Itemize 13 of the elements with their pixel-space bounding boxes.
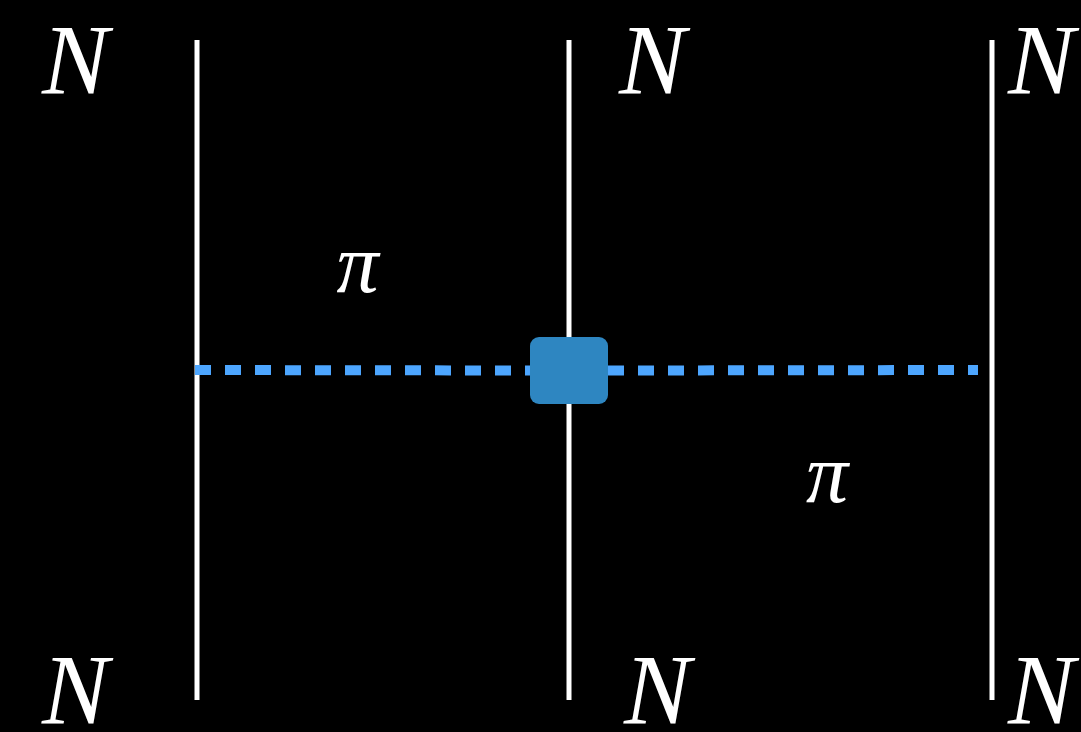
line: [989, 40, 995, 700]
particle-label: N: [42, 640, 197, 732]
particle-label: N: [569, 10, 719, 110]
particle-label: N: [992, 640, 1081, 732]
particle-label: N: [569, 640, 724, 732]
line: [566, 404, 572, 700]
particle-label: N: [42, 10, 197, 110]
line: [566, 40, 572, 337]
vertex-box: [530, 337, 608, 404]
dashed-line: [195, 365, 530, 376]
line: [194, 40, 200, 700]
dashed-line: [608, 365, 978, 376]
particle-label: N: [992, 10, 1081, 110]
